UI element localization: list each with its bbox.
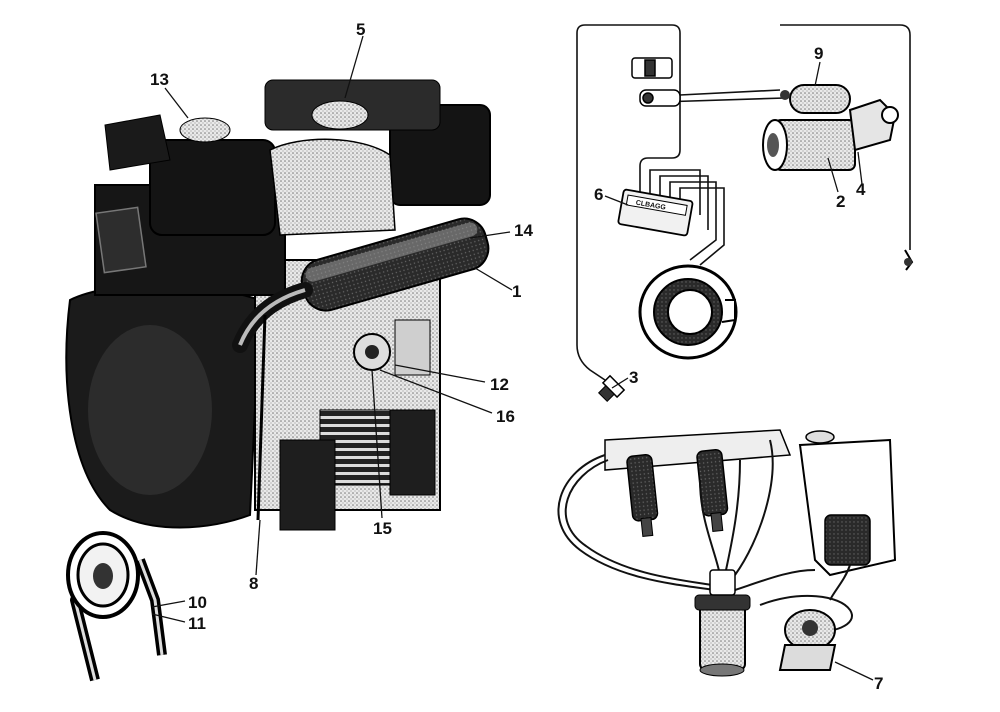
leader-5 [344,35,364,99]
leader-4 [857,151,863,185]
wire-regulator-2 [659,175,709,230]
fuel-lines [557,439,853,633]
belt-inner-right [138,559,164,656]
engine-illustration [65,79,491,531]
callout-2: 2 [836,192,846,211]
leader-10 [151,600,186,608]
alternator-stator [638,264,738,360]
data-plate [95,206,147,274]
crankcase-foot-left [279,439,336,531]
leader-9 [814,61,821,87]
fuel-pump-body [394,319,431,376]
leader-7 [834,661,874,681]
pulley-hub [93,563,113,589]
crankcase-foot-right [389,409,436,496]
governor-center [365,345,379,359]
temperature-sensor [597,374,626,403]
callout-7: 7 [874,674,884,693]
starter-motor [762,84,899,171]
callout-15: 15 [373,519,392,538]
callout-8: 8 [249,574,259,593]
callout-14: 14 [514,221,533,240]
fuel-filter [824,514,871,566]
callout-10: 10 [188,593,207,612]
fuel-system [557,429,897,677]
intake-manifold [269,138,396,236]
wire-regulator-1 [649,169,701,215]
filler-cap [311,100,369,130]
ground-terminal [904,249,914,271]
callout-4: 4 [856,180,866,199]
rocker-cover [104,114,171,171]
leader-8 [255,519,261,576]
exhaust-pipe-highlight [238,288,306,346]
callout-6: 6 [594,185,604,204]
injection-pump [694,569,751,677]
connector-end [642,92,654,104]
callout-12: 12 [490,375,509,394]
injector-right [696,448,729,533]
callout-13: 13 [150,70,169,89]
callout-16: 16 [496,407,515,426]
injector-left [626,453,659,538]
leader-lines [151,35,874,681]
leader-16 [379,369,493,414]
feed-pump [778,609,837,671]
belt-and-pulley [66,531,167,682]
wiring-connectors [631,57,681,107]
oil-cap [179,117,231,143]
leader-14 [469,231,511,239]
leader-3 [611,377,629,389]
leader-13 [164,87,189,119]
muffler [300,217,490,312]
tank-filler-cap [805,430,835,444]
callout-1: 1 [512,282,522,301]
wire-loop-left [585,24,681,200]
voltage-regulator: CLBAGG [617,188,694,237]
leader-2 [827,157,839,193]
fuel-tank [798,438,897,577]
leader-1 [474,267,513,291]
dipstick [256,314,267,521]
shroud-highlight [88,325,212,495]
plug-connector-tip [644,59,656,77]
leader-11 [151,613,186,623]
callout-5: 5 [356,20,366,39]
electrical-system [576,24,911,381]
wire-loop-right [780,24,911,250]
leader-15 [371,369,383,519]
leader-12 [394,364,486,383]
callout-3: 3 [629,368,639,387]
callout-9: 9 [814,44,824,63]
wire-regulator-4 [679,187,725,266]
leader-6 [604,195,629,206]
wire-regulator-3 [669,181,717,261]
callout-11: 11 [188,614,206,633]
wire-to-sensor [576,24,606,381]
wire-main-2 [659,97,786,103]
